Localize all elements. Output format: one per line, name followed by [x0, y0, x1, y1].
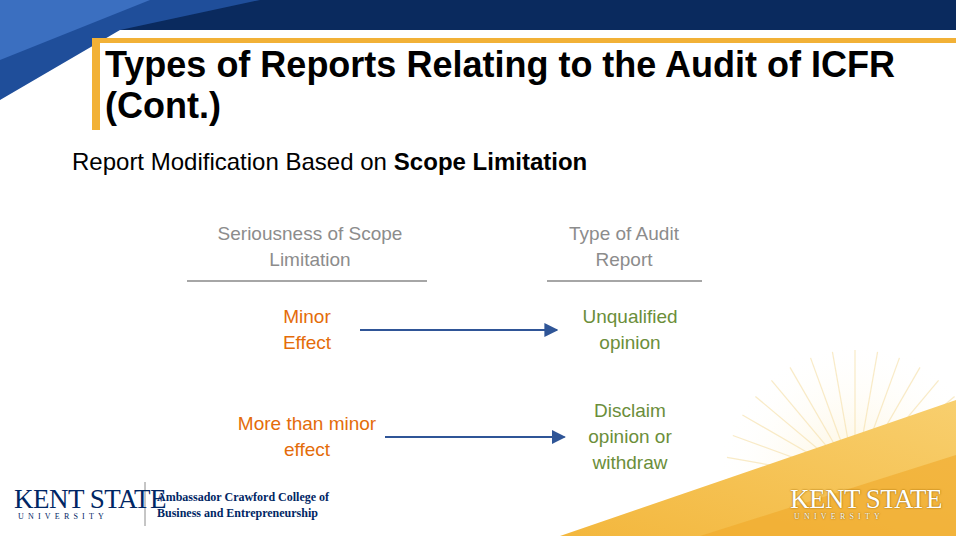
subtitle-emphasis: Scope Limitation	[394, 148, 587, 176]
sun-ray	[790, 367, 840, 454]
arrow-connector	[385, 436, 565, 438]
logo-wordmark: KENT STATE	[790, 484, 942, 515]
logo-university: UNIVERSITY	[18, 512, 108, 521]
node-text: Unqualified opinion	[565, 304, 695, 356]
college-name: Ambassador Crawford College of Business …	[157, 490, 367, 521]
arrow-connector	[360, 329, 557, 331]
report-type: Disclaim opinion or withdraw	[573, 398, 688, 477]
report-type: Unqualified opinion	[565, 304, 695, 356]
effect-level: Minor Effect	[262, 304, 352, 356]
gold-bar	[92, 38, 100, 130]
slide-title: Types of Reports Relating to the Audit o…	[105, 44, 935, 127]
column-header: Type of Audit Report	[544, 221, 704, 273]
gold-rule	[92, 38, 956, 43]
column-rule	[187, 280, 427, 282]
subtitle-text: Report Modification Based on	[72, 148, 387, 176]
node-text: Disclaim opinion or withdraw	[573, 398, 688, 477]
gold-corner-dark	[700, 455, 956, 536]
node-text: More than minor effect	[237, 411, 377, 463]
logo-wordmark: KENT STATE	[14, 484, 166, 515]
effect-level: More than minor effect	[237, 411, 377, 463]
sun-ray	[811, 358, 845, 452]
node-text: Minor Effect	[262, 304, 352, 356]
column-header: Seriousness of Scope Limitation	[180, 221, 440, 273]
column-rule	[547, 280, 702, 282]
logo-university: UNIVERSITY	[794, 512, 884, 521]
sun-ray	[832, 352, 849, 450]
